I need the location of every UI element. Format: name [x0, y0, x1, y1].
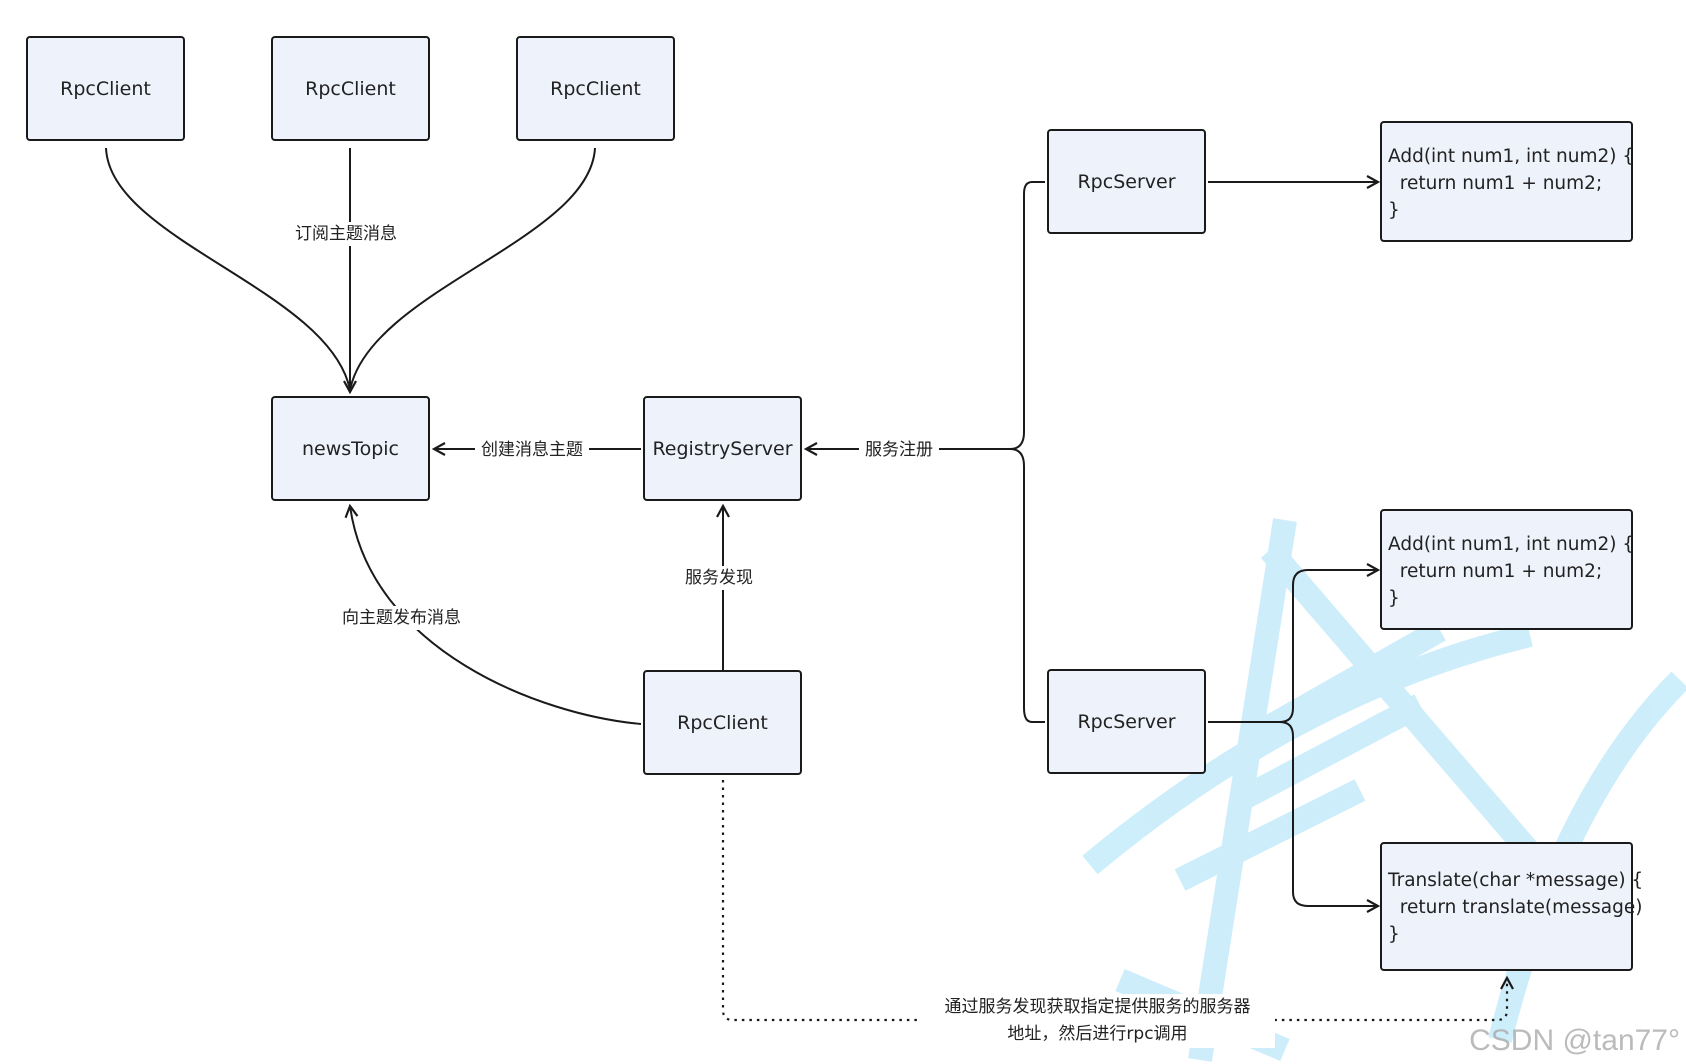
edge-server-bottom-add: [1208, 570, 1378, 723]
edge-register-bracket: [1009, 181, 1045, 723]
label-create-topic: 创建消息主题: [475, 438, 589, 462]
csdn-watermark: CSDN @tan77°: [1469, 1024, 1680, 1057]
news-topic-node: newsTopic: [271, 396, 430, 501]
translate-function-block: Translate(char *message) { return transl…: [1380, 842, 1644, 971]
edge-rpc-call: [721, 780, 1507, 1022]
watermark-glyph: [1082, 518, 1686, 1062]
edge-server-bottom-translate: [1208, 721, 1378, 906]
code-line: Translate(char *message) {: [1388, 870, 1644, 891]
label-rpc-call-line2: 地址，然后进行rpc调用: [1007, 1024, 1188, 1044]
label-publish: 向主题发布消息: [336, 606, 467, 630]
code-line: return num1 + num2;: [1388, 561, 1603, 582]
rpc-client-node-1: RpcClient: [26, 36, 185, 141]
code-line: Add(int num1, int num2) {: [1388, 534, 1635, 555]
registry-server-node: RegistryServer: [643, 396, 802, 501]
rpc-client-node-3: RpcClient: [516, 36, 675, 141]
label-discover: 服务发现: [679, 566, 759, 590]
rpc-server-node-bottom: RpcServer: [1047, 669, 1206, 774]
code-line: }: [1388, 588, 1400, 609]
label-rpc-call: 通过服务发现获取指定提供服务的服务器 地址，然后进行rpc调用: [920, 994, 1275, 1048]
code-line: Add(int num1, int num2) {: [1388, 146, 1635, 167]
code-line: return translate(message): [1388, 897, 1643, 918]
edge-subscribe-1: [105, 147, 351, 391]
label-rpc-call-line1: 通过服务发现获取指定提供服务的服务器: [944, 997, 1251, 1017]
edge-subscribe-3: [349, 147, 596, 391]
label-subscribe: 订阅主题消息: [289, 222, 403, 246]
rpc-server-node-top: RpcServer: [1047, 129, 1206, 234]
label-register: 服务注册: [859, 438, 939, 462]
code-line: }: [1388, 200, 1400, 221]
rpc-client-node-bottom: RpcClient: [643, 670, 802, 775]
code-line: return num1 + num2;: [1388, 173, 1603, 194]
add-function-block-bottom: Add(int num1, int num2) { return num1 + …: [1380, 509, 1635, 630]
code-line: }: [1388, 924, 1400, 945]
add-function-block-top: Add(int num1, int num2) { return num1 + …: [1380, 121, 1635, 242]
edge-publish: [350, 506, 642, 725]
rpc-client-node-2: RpcClient: [271, 36, 430, 141]
